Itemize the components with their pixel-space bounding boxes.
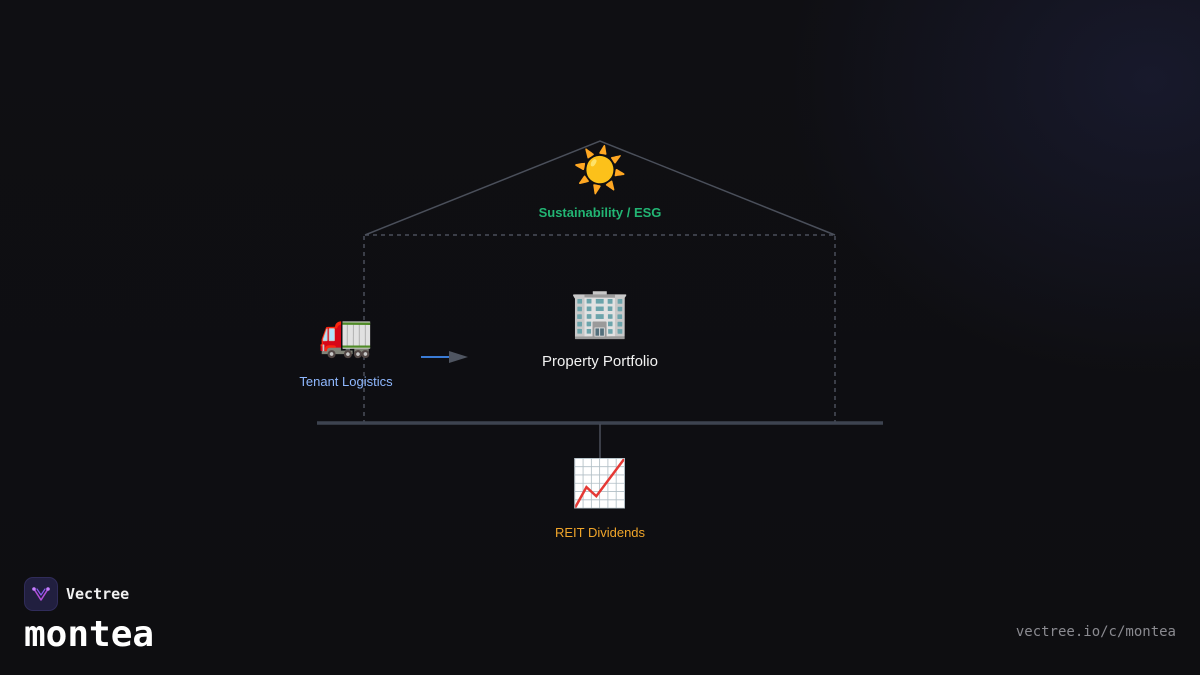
bottom-node-label: REIT Dividends (554, 525, 646, 540)
chart-increasing-icon: 📈 (571, 456, 629, 510)
flow-arrow (421, 351, 468, 363)
center-node-label: Property Portfolio (542, 353, 658, 370)
office-building-icon: 🏢 (570, 285, 630, 341)
channel-url[interactable]: vectree.io/c/montea (1015, 624, 1176, 640)
brand-name: Vectree (66, 585, 130, 603)
channel-name: montea (24, 614, 155, 655)
left-node-label: Tenant Logistics (299, 374, 393, 389)
vectree-logo-icon (24, 577, 58, 611)
roof-node-label: Sustainability / ESG (538, 205, 662, 220)
roof-line (364, 140, 836, 236)
brand-block: Vectree montea (24, 577, 154, 655)
truck-icon: 🚛 (318, 309, 374, 360)
sun-icon: ☀️ (572, 145, 628, 196)
